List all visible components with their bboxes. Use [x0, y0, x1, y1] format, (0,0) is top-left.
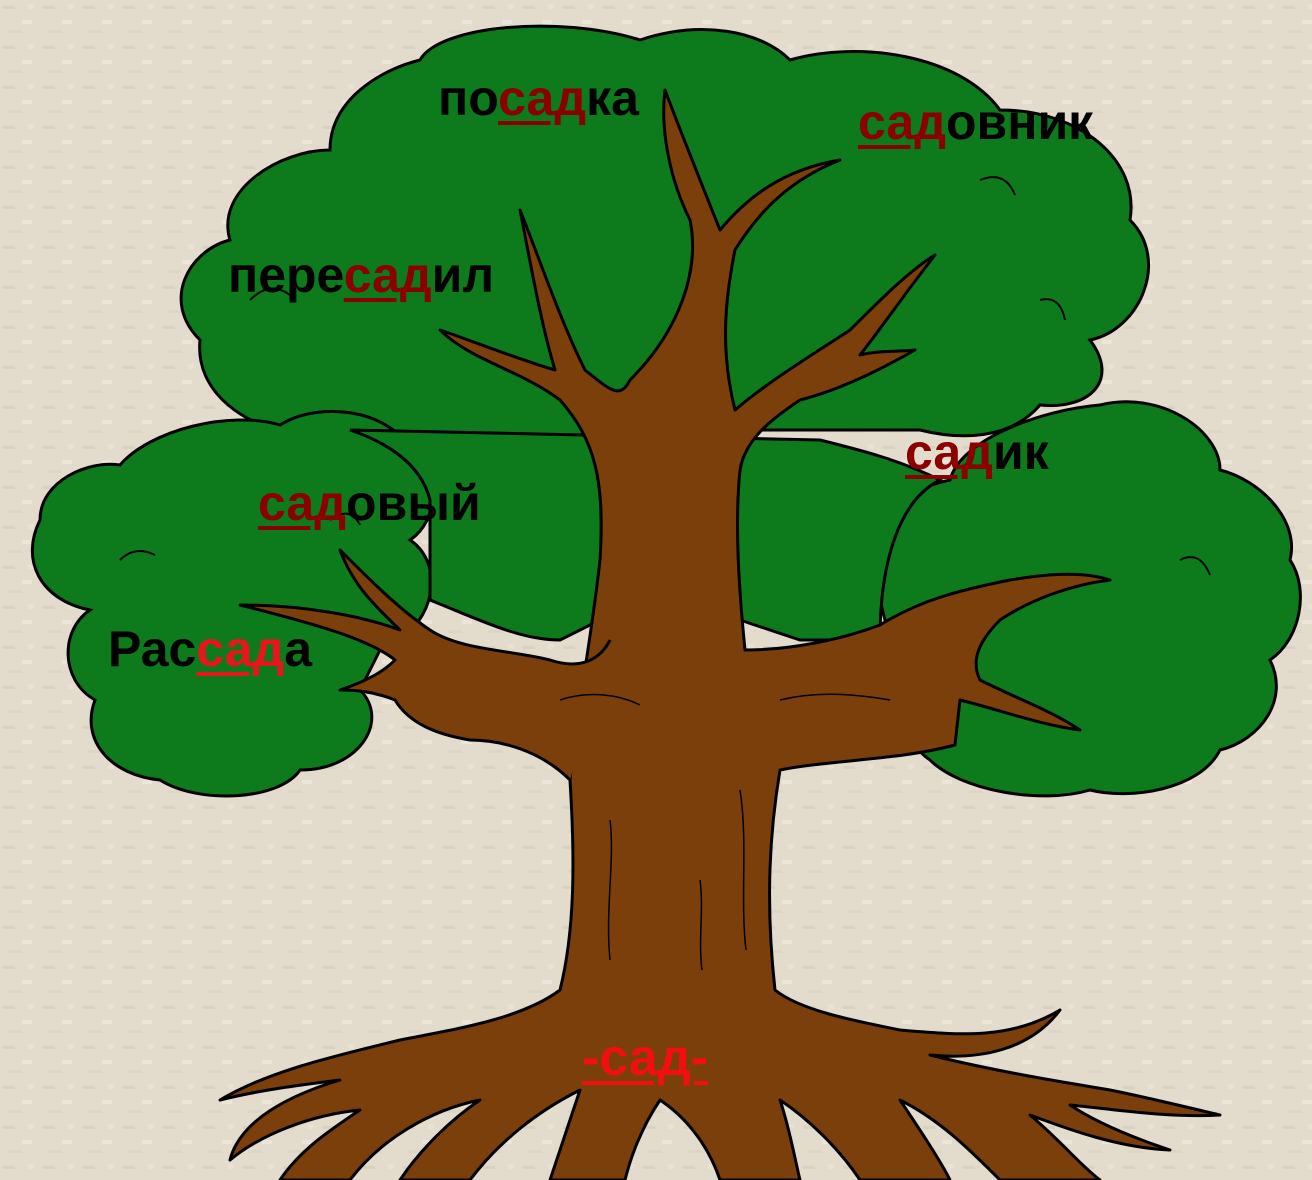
word-prefix: по: [438, 70, 498, 126]
word-sadovyi: садовый: [258, 478, 481, 528]
word-suffix: ка: [586, 70, 639, 126]
word-root: сад: [905, 424, 993, 480]
word-sadovnik: садовник: [858, 97, 1093, 147]
word-posadka: посадка: [438, 73, 639, 123]
word-root: сад: [498, 70, 586, 126]
word-suffix: а: [284, 621, 312, 677]
word-prefix: Рас: [108, 621, 196, 677]
word-root: сад: [344, 247, 432, 303]
word-root: сад: [858, 94, 946, 150]
word-root: сад: [258, 475, 346, 531]
word-suffix: овник: [946, 94, 1093, 150]
word-peresadil: пересадил: [228, 250, 494, 300]
word-rassada: Рассада: [108, 624, 312, 674]
word-suffix: овый: [346, 475, 481, 531]
word-suffix: ик: [993, 424, 1049, 480]
main-root-label: -сад-: [582, 1032, 708, 1084]
word-root: сад: [196, 621, 284, 677]
word-suffix: ил: [432, 247, 495, 303]
word-sadik: садик: [905, 427, 1049, 477]
word-prefix: пере: [228, 247, 344, 303]
